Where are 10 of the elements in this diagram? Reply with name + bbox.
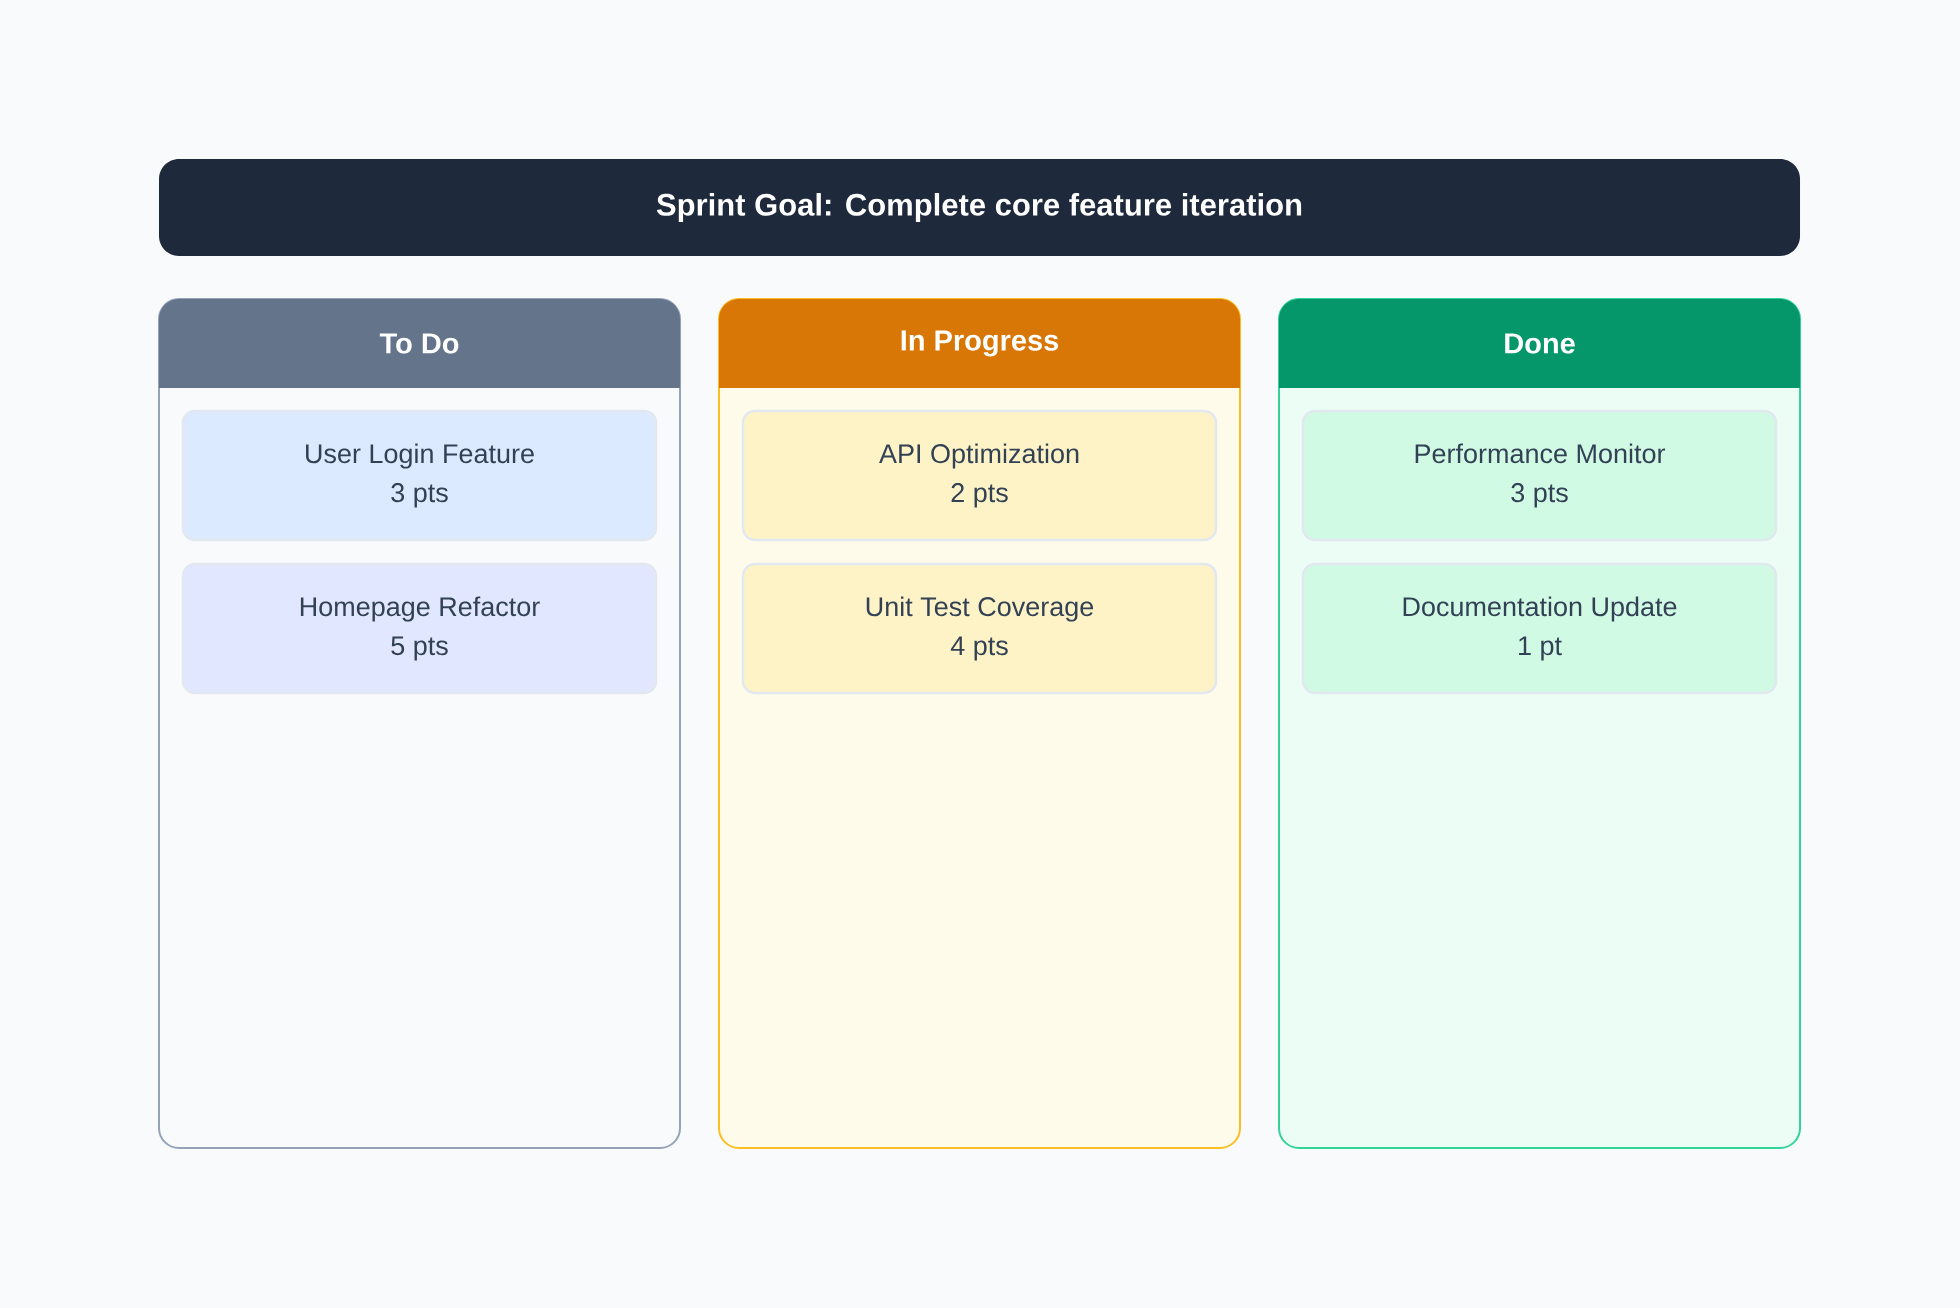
task-card: Unit Test Coverage 4 pts (741, 562, 1218, 695)
task-card: User Login Feature 3 pts (181, 409, 658, 542)
column-header: To Do (159, 299, 680, 388)
column-header: In Progress (719, 299, 1240, 388)
column-header: Done (1279, 299, 1800, 388)
task-card: Documentation Update 1 pt (1301, 562, 1778, 695)
goal-banner: Sprint Goal: Complete core feature iteration (159, 159, 1800, 256)
task-card: Performance Monitor 3 pts (1301, 409, 1778, 542)
task-card: API Optimization 2 pts (741, 409, 1218, 542)
task-card: Homepage Refactor 5 pts (181, 562, 658, 695)
